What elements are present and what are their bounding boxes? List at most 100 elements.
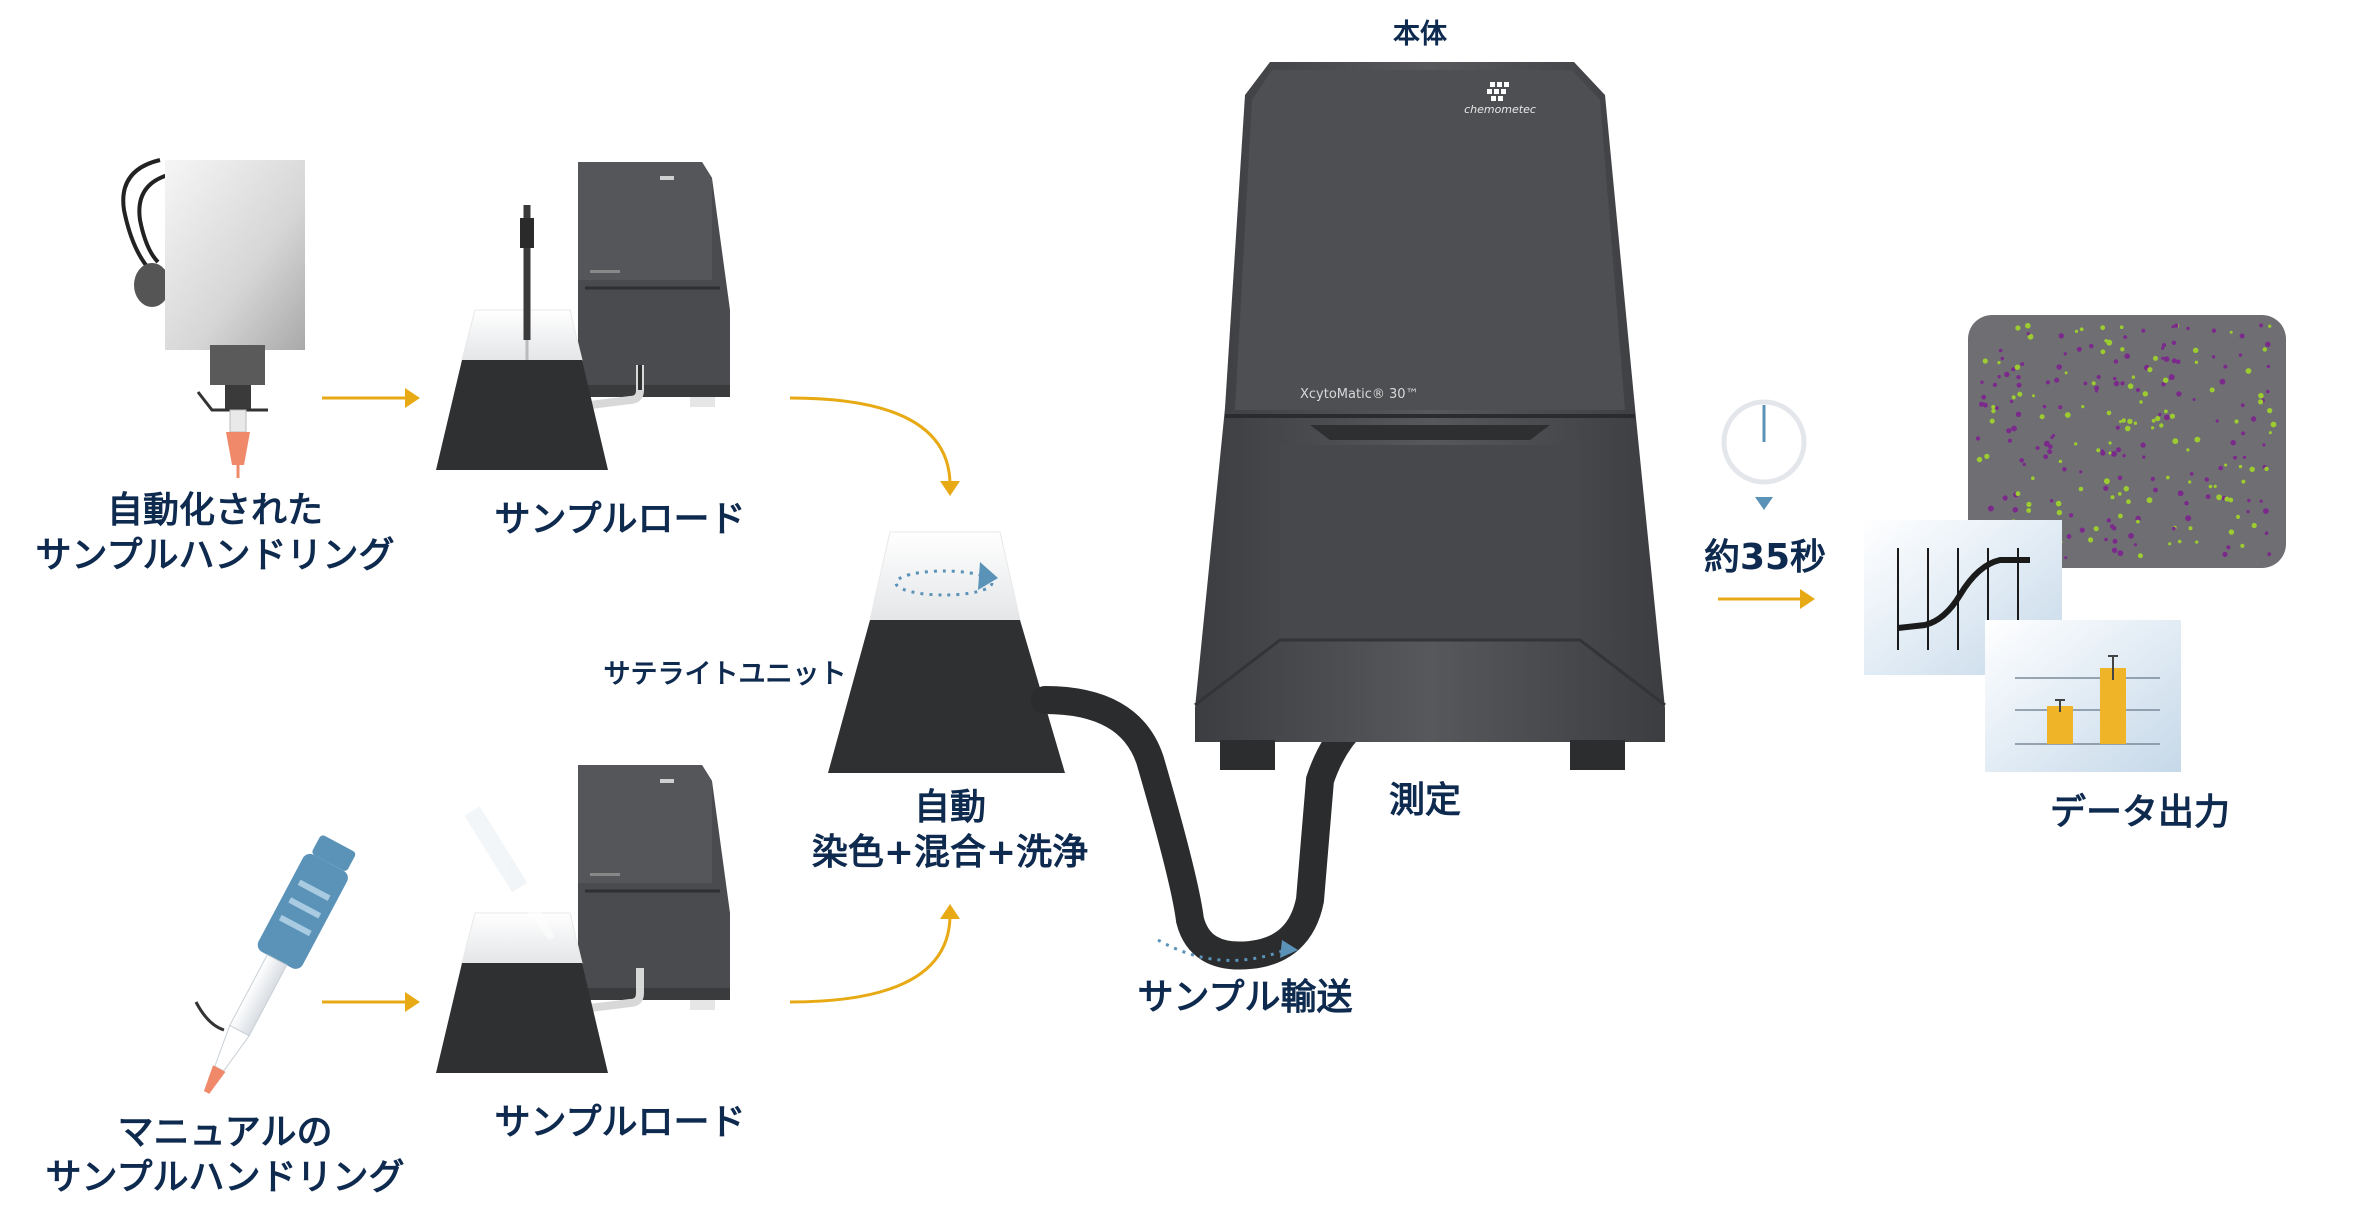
cell-dot [2031, 476, 2035, 481]
cell-dot [2211, 355, 2216, 359]
timer-icon [1721, 399, 1807, 510]
cell-dot [2258, 392, 2264, 399]
cell-dot [2135, 515, 2141, 522]
brand-text: chemometec [1464, 103, 1536, 116]
cell-dot [2184, 501, 2189, 506]
cell-dot [2267, 552, 2272, 557]
satellite-unit [828, 531, 1065, 773]
cell-dot [2239, 333, 2245, 339]
cell-dot [2131, 375, 2136, 379]
cell-dot [2241, 479, 2246, 484]
cell-dot [2177, 539, 2182, 544]
cell-dot [1984, 453, 1990, 459]
cell-dot [2262, 347, 2267, 352]
cell-dot [2186, 326, 2190, 331]
cell-dot [2035, 446, 2040, 450]
cell-dot [1982, 358, 1988, 364]
cell-dot [2056, 509, 2063, 516]
cell-dot [2171, 325, 2175, 329]
cell-dot [2055, 500, 2062, 507]
cell-dot [2136, 388, 2140, 392]
cell-dot [2174, 323, 2179, 328]
cell-dot [2205, 494, 2211, 500]
cell-dot [1997, 375, 2001, 379]
cell-dot [2049, 499, 2054, 503]
cell-dot [2133, 543, 2137, 547]
cell-dot [2015, 325, 2021, 331]
cell-dot [1992, 382, 1998, 387]
cell-dot [2026, 508, 2032, 513]
cell-dot [2094, 385, 2100, 391]
cell-dot [2267, 408, 2273, 414]
auto-process-label: 自動 染色+混合+洗浄 [780, 785, 1120, 875]
cell-dot [2020, 362, 2025, 366]
cell-dot [2195, 540, 2199, 544]
cell-dot [2081, 405, 2085, 409]
cell-dot [2235, 514, 2241, 520]
sample-load-device-top [436, 162, 730, 470]
time-label: 約35秒 [1703, 537, 1827, 578]
cell-dot [2004, 371, 2010, 378]
sample-load-label-bottom: サンプルロード [494, 1102, 746, 1143]
sample-transport-label: サンプル輸送 [1137, 977, 1353, 1018]
cell-dot [2079, 527, 2085, 533]
cell-dot [2111, 547, 2118, 554]
cell-dot [2194, 360, 2199, 364]
cell-dot [2100, 449, 2105, 454]
cell-dot [2106, 518, 2111, 523]
cell-dot [2228, 529, 2235, 535]
main-unit-device: chemometec XcytoMatic® 30™ [1194, 62, 1666, 770]
cell-dot [2216, 494, 2223, 501]
cell-dot [2161, 346, 2165, 350]
cell-dot [2104, 537, 2108, 542]
cell-dot [2140, 442, 2146, 448]
cell-dot [2100, 349, 2106, 355]
manual-handling-line2: サンプルハンドリング [45, 1157, 405, 1198]
cell-dot [1991, 405, 1996, 409]
model-text: XcytoMatic® 30™ [1300, 387, 1419, 402]
manual-handling-line1: マニュアルの [117, 1112, 333, 1153]
cell-dot [2250, 416, 2257, 422]
cell-dot [2168, 374, 2175, 381]
cell-dot [2128, 532, 2134, 539]
cell-dot [2194, 436, 2201, 443]
cell-dot [2213, 484, 2217, 488]
cell-dot [2263, 508, 2269, 514]
cell-dot [2171, 358, 2177, 364]
cell-dot [2058, 459, 2063, 464]
cell-dot [2015, 491, 2021, 497]
cell-dot [2096, 448, 2101, 453]
cell-dot [2043, 454, 2048, 460]
cell-dot [2079, 327, 2084, 332]
cell-dot [2016, 382, 2022, 388]
cell-dot [2141, 328, 2146, 333]
cell-dot [2074, 329, 2079, 333]
cell-dot [2224, 463, 2228, 467]
cell-dot [2062, 467, 2067, 472]
cell-dot [1991, 408, 1996, 414]
cell-dot [2011, 395, 2016, 400]
cell-dot [2078, 486, 2084, 492]
cell-dot [2117, 550, 2124, 557]
cell-dot [2019, 458, 2024, 463]
cell-dot [2104, 478, 2110, 485]
cell-dot [1995, 406, 1999, 410]
cell-dot [2233, 455, 2237, 460]
cell-dot [2211, 328, 2217, 333]
auto-process-line1: 自動 [913, 787, 986, 828]
cell-dot [2266, 389, 2270, 394]
cell-dot [2116, 447, 2121, 453]
cell-dot [2122, 454, 2126, 458]
cell-dot [2015, 411, 2022, 417]
cell-dot [2026, 332, 2030, 336]
cell-dot [2000, 356, 2005, 361]
main-unit-label: 本体 [1393, 19, 1447, 50]
bar-chart-icon [1985, 620, 2181, 772]
cell-dot [2146, 497, 2153, 504]
flow-arrows [322, 396, 1800, 1004]
cell-dot [2058, 405, 2063, 410]
cell-dot [2079, 470, 2083, 474]
cell-dot [2230, 440, 2236, 446]
cell-dot [1998, 348, 2003, 353]
